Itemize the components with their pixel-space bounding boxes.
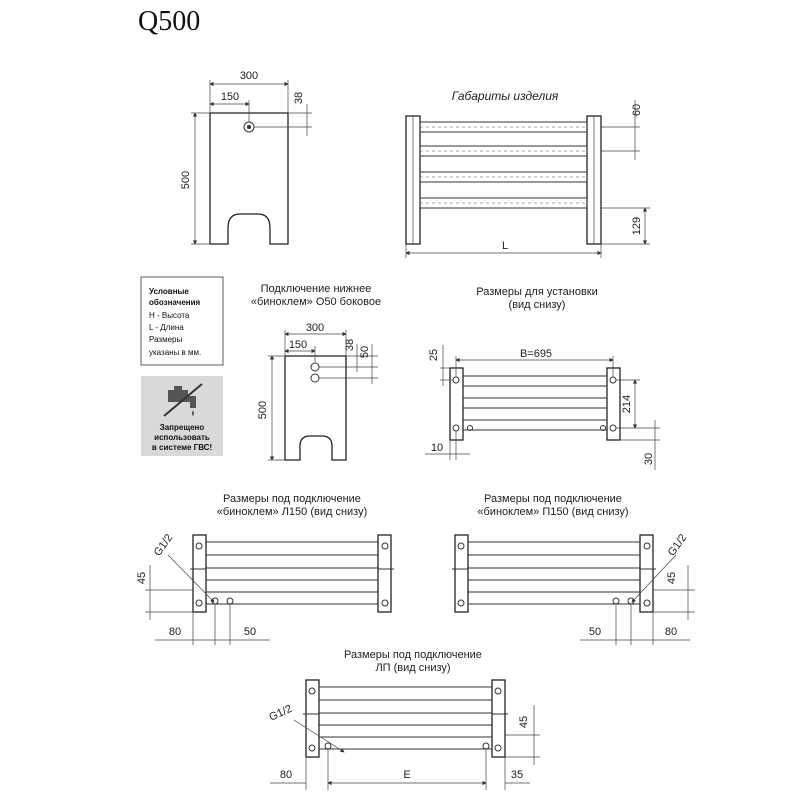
left-dim-v: 45: [136, 572, 148, 584]
install-dim-depth: 214: [621, 395, 633, 413]
legend-line-s1: Размеры: [149, 335, 182, 344]
lp-connection-view: Размеры под подключение ЛП (вид снизу) G…: [267, 649, 540, 790]
lp-dim-e: E: [403, 769, 410, 781]
bottom-dim-half: 150: [289, 339, 307, 351]
right-caption-2: «биноклем» П150 (вид снизу): [477, 506, 628, 518]
lp-caption-2: ЛП (вид снизу): [375, 662, 450, 674]
overall-caption: Габариты изделия: [452, 89, 559, 103]
bottom-dim-width: 300: [306, 322, 324, 334]
front-dim-height: 500: [180, 171, 192, 189]
warning-line-3: в системе ГВС!: [152, 443, 212, 452]
install-caption-1: Размеры для установки: [476, 286, 598, 298]
install-dim-b: B=695: [520, 348, 552, 360]
lp-dim-v: 45: [518, 716, 530, 728]
right-dim-v: 45: [666, 572, 678, 584]
right-caption-1: Размеры под подключение: [484, 493, 622, 505]
bottom-dim-second: 50: [359, 346, 371, 358]
front-dim-width: 300: [240, 70, 258, 82]
left-caption-2: «биноклем» Л150 (вид снизу): [217, 506, 368, 518]
bottom-dim-height: 500: [257, 401, 269, 419]
bottom-dim-top: 38: [344, 339, 356, 351]
legend-line-h: H - Высота: [149, 311, 190, 320]
right-dim-b: 80: [665, 626, 677, 638]
lp-dim-b: 35: [511, 769, 523, 781]
front-view: 300 150 38 500: [180, 70, 312, 245]
legend-line-l: L - Длина: [149, 323, 184, 332]
overall-dim-bottom: 129: [631, 217, 643, 235]
left-connection-view: Размеры под подключение «биноклем» Л150 …: [136, 493, 394, 645]
install-dim-side: 10: [431, 442, 443, 454]
install-caption-2: (вид снизу): [509, 299, 566, 311]
lp-caption-1: Размеры под подключение: [344, 649, 482, 661]
front-dim-half: 150: [221, 91, 239, 103]
lp-thread: G1/2: [267, 703, 294, 724]
lp-dim-a: 80: [280, 769, 292, 781]
no-tap-water-icon: [163, 383, 203, 417]
left-dim-a: 80: [169, 626, 181, 638]
legend-heading-2: обозначения: [149, 298, 201, 307]
legend-box: Условные обозначения H - Высота L - Длин…: [140, 276, 224, 366]
front-dim-top: 38: [293, 92, 305, 104]
left-caption-1: Размеры под подключение: [223, 493, 361, 505]
bottom-caption-2: «биноклем» О50 боковое: [251, 296, 381, 308]
warning-box: Запрещено использовать в системе ГВС!: [141, 376, 223, 456]
right-connection-view: Размеры под подключение «биноклем» П150 …: [452, 493, 695, 645]
install-view: Размеры для установки (вид снизу) B=695 …: [425, 286, 660, 470]
overall-view: Габариты изделия 60 129 L: [405, 89, 650, 258]
bottom-caption-1: Подключение нижнее: [261, 283, 372, 295]
install-dim-left: 25: [428, 349, 440, 361]
page-title: Q500: [138, 6, 200, 37]
overall-dim-pitch: 60: [631, 104, 643, 116]
legend-line-s2: указаны в мм.: [149, 348, 201, 357]
warning-line-2: использовать: [154, 433, 210, 442]
bottom-connection-view: Подключение нижнее «биноклем» О50 боково…: [251, 283, 381, 461]
right-dim-a: 50: [589, 626, 601, 638]
left-thread: G1/2: [152, 532, 176, 558]
right-thread: G1/2: [666, 532, 690, 558]
install-dim-bottom: 30: [643, 453, 655, 465]
warning-line-1: Запрещено: [160, 423, 205, 432]
overall-dim-length: L: [502, 240, 508, 252]
legend-heading-1: Условные: [149, 287, 189, 296]
left-dim-b: 50: [244, 626, 256, 638]
